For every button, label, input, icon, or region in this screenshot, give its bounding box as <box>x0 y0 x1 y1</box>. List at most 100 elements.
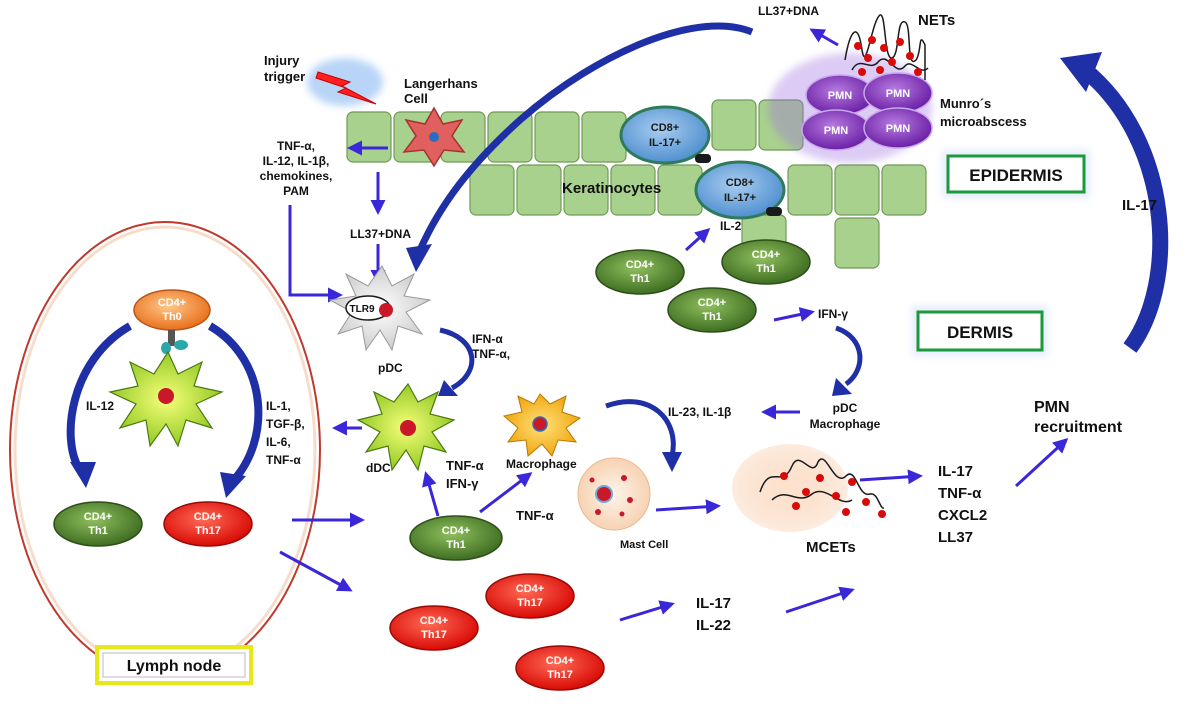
mcets-label: MCETs <box>806 539 856 556</box>
il17-right-label: IL-17 <box>1122 197 1157 214</box>
dermis-th1-cell-lower: CD4+ Th1 <box>409 515 503 561</box>
curved-arrow-ll37-to-pdc <box>416 22 754 252</box>
langerhans-line2: Cell <box>404 91 428 106</box>
curved-arrow-il17 <box>1079 63 1169 353</box>
dermis-th1-cell-c: CD4+ Th1 <box>667 287 757 333</box>
dermis-th1-cell-a: CD4+ Th1 <box>595 249 685 295</box>
mast-cell <box>577 457 651 531</box>
pdc-macrophage-line2: Macrophage <box>810 417 881 431</box>
cd8-il17-cell-bottom: CD8+ IL-17+ <box>694 160 786 220</box>
mcets-cell <box>732 444 886 532</box>
langerhans-cell <box>402 106 466 168</box>
dermis-th1-c-line1: CD4+ <box>698 297 726 309</box>
pmn-label-2: PMN <box>886 88 911 100</box>
curved-arrow-ifng-to-pdc <box>835 325 863 387</box>
dermis-th1-lower-line2: Th1 <box>446 539 466 551</box>
th0-line1: CD4+ <box>158 297 186 309</box>
cd8-il17-top-line2: IL-17+ <box>649 137 681 149</box>
tnf-alpha-mid: TNF-α <box>516 508 554 523</box>
dermis-box: DERMIS <box>912 306 1048 356</box>
cytokines-right-1: IL-17 <box>938 463 973 480</box>
ifn-gamma-near-th1: IFN-γ <box>446 476 479 491</box>
nets-icon <box>844 14 929 80</box>
pdc-label: pDC <box>378 361 403 375</box>
ln-th17-line2: Th17 <box>195 525 221 537</box>
tnf-alpha-near-th1: TNF-α <box>446 458 484 473</box>
dermis-label: DERMIS <box>947 323 1013 342</box>
ln-th17-line1: CD4+ <box>194 511 222 523</box>
ln-th1-line1: CD4+ <box>84 511 112 523</box>
cd4-th0-cell: CD4+ Th0 <box>133 289 211 354</box>
tnf-alpha-label-pdc: TNF-α, <box>472 347 510 361</box>
tlr9-label: TLR9 <box>350 304 375 315</box>
arrow-nets-to-ll37 <box>809 28 839 47</box>
curved-arrow-th0-to-th17 <box>207 322 263 485</box>
munros-line1: Munro´s <box>940 96 991 111</box>
pmn-label-3: PMN <box>824 125 849 137</box>
dermis-th1-lower-line1: CD4+ <box>442 525 470 537</box>
macrophage-label: Macrophage <box>506 457 577 471</box>
cd8-il17-cell-top: CD8+ IL-17+ <box>619 105 711 165</box>
cytokines-left-1: TNF-α, <box>277 139 315 153</box>
ln-th1-cell: CD4+ Th1 <box>53 501 143 547</box>
cytokines-left-4: PAM <box>283 184 309 198</box>
dermis-th1-c-line2: Th1 <box>702 311 722 323</box>
pmn-label-1: PMN <box>828 90 853 102</box>
curved-arrow-ifng-head <box>832 378 852 396</box>
arrow-th1-to-ddc <box>422 471 440 517</box>
pdc-cell: TLR9 <box>328 265 432 352</box>
curved-arrow-pdc-to-ddc <box>439 327 475 391</box>
cd8-il17-bottom-line1: CD8+ <box>726 177 754 189</box>
arrow-cytokines-to-pmn <box>1014 437 1069 488</box>
pmn-label-4: PMN <box>886 123 911 135</box>
curved-arrow-macro-to-mast <box>605 399 676 457</box>
dermis-th1-b-line2: Th1 <box>756 263 776 275</box>
mast-cell-label: Mast Cell <box>620 539 668 551</box>
ifn-alpha-label: IFN-α <box>472 332 503 346</box>
cytokines-ln-3: IL-6, <box>266 435 291 449</box>
curved-arrow-pdc-to-ddc-head <box>438 380 458 396</box>
arrow-th1-to-macrophage <box>479 472 533 514</box>
ll37-dna-mid-label: LL37+DNA <box>350 227 411 241</box>
lymph-apc-cell <box>108 350 224 448</box>
injury-line2: trigger <box>264 69 305 84</box>
th17-b-line1: CD4+ <box>420 615 448 627</box>
curved-arrow-th0-to-th1 <box>66 322 133 473</box>
dermis-th1-a-line2: Th1 <box>630 273 650 285</box>
arrow-mcets-to-cytokines <box>859 469 923 485</box>
dermis-th1-a-line1: CD4+ <box>626 259 654 271</box>
pdc-macrophage-line1: pDC <box>833 401 858 415</box>
curved-arrow-macro-head <box>662 452 682 472</box>
arrow-lymph-to-th17 <box>279 550 353 592</box>
th17-cell-a: CD4+ Th17 <box>485 573 575 619</box>
keratinocytes-label: Keratinocytes <box>562 180 661 197</box>
th17-c-line1: CD4+ <box>546 655 574 667</box>
macrophage-cell <box>502 393 582 457</box>
ddc-label: dDC <box>366 461 391 475</box>
th17-cell-c: CD4+ Th17 <box>515 645 605 691</box>
pmn-recruitment-line2: recruitment <box>1034 419 1123 436</box>
th17-a-line1: CD4+ <box>516 583 544 595</box>
il12-label: IL-12 <box>86 399 114 413</box>
th0-line2: Th0 <box>162 311 182 323</box>
dermis-th1-cell-b: CD4+ Th1 <box>721 239 811 285</box>
th17-cell-b: CD4+ Th17 <box>389 605 479 651</box>
injury-line1: Injury <box>264 53 300 68</box>
cd8-il17-top-line1: CD8+ <box>651 122 679 134</box>
epidermis-label: EPIDERMIS <box>969 166 1063 185</box>
langerhans-line1: Langerhans <box>404 76 478 91</box>
pmn-recruitment-line1: PMN <box>1034 399 1070 416</box>
il23-il1b-label: IL-23, IL-1β <box>668 405 731 419</box>
lymph-node-label: Lymph node <box>127 658 222 675</box>
curved-arrow-th0-to-th17-head <box>220 472 246 498</box>
arrow-th17-to-il17 <box>619 600 675 622</box>
th17-c-line2: Th17 <box>547 669 573 681</box>
ifn-gamma-label: IFN-γ <box>818 307 848 321</box>
il22-bottom-label: IL-22 <box>696 617 731 634</box>
cytokines-ln-4: TNF-α <box>266 453 301 467</box>
pmn-cluster: PMN PMN PMN PMN <box>768 53 933 163</box>
ddc-cell <box>356 382 456 472</box>
curved-arrow-th0-to-th1-head <box>70 462 96 488</box>
curved-arrow-il17-head <box>1060 52 1102 92</box>
il2-label: IL-2 <box>720 219 742 233</box>
